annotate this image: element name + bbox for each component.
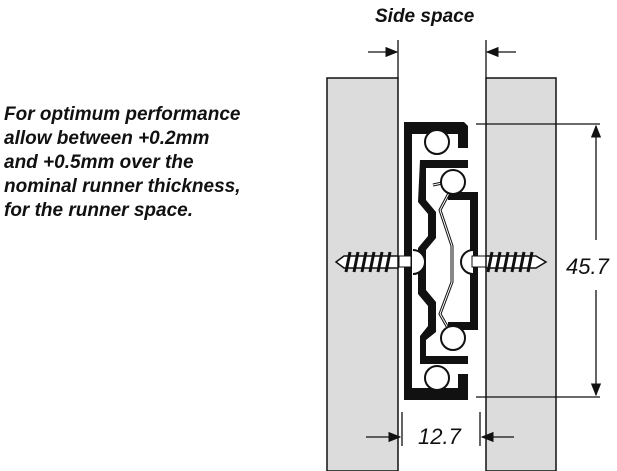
note-line: allow between +0.2mm [4,128,210,149]
note-line: nominal runner thickness, [4,176,241,197]
height-label: 45.7 [566,254,609,279]
side-space-dimension [368,40,516,78]
runner-profile [404,122,478,400]
note-line: for the runner space. [4,200,193,221]
thickness-dimension [366,412,514,446]
left-screw [334,251,412,273]
right-drawer-panel [485,77,557,471]
height-dimension [476,123,602,398]
note-line: For optimum performance [4,104,241,125]
note-line: and +0.5mm over the [4,152,194,173]
left-cabinet-panel [326,77,399,471]
thickness-label: 12.7 [418,424,461,449]
runner-space-note: For optimum performance allow between +0… [4,103,324,223]
right-screw [471,251,548,273]
side-space-label: Side space [375,6,475,27]
